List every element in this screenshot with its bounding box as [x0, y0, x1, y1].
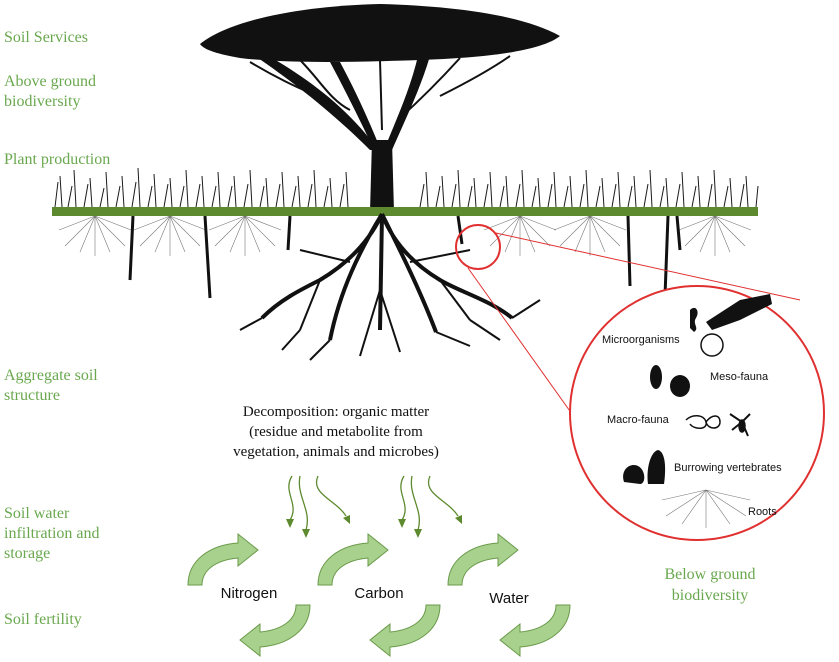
- label-above-ground-biodiversity: Above ground biodiversity: [4, 73, 96, 110]
- cycle-label-water: Water: [489, 590, 529, 607]
- label-burrowing-vertebrates: Burrowing vertebrates: [674, 462, 782, 474]
- water-cycle-arrows: [447, 532, 571, 658]
- meso-fauna-icon: [650, 365, 690, 397]
- label-soil-fertility: Soil fertility: [4, 611, 82, 628]
- carbon-cycle-arrows: [317, 532, 441, 658]
- tree-canopy: [200, 4, 560, 150]
- cycle-label-carbon: Carbon: [354, 585, 404, 602]
- cycle-label-nitrogen: Nitrogen: [220, 585, 278, 602]
- label-microorganisms: Microorganisms: [602, 334, 680, 346]
- label-aggregate-soil-structure: Aggregate soil structure: [4, 367, 98, 404]
- below-ground-circle: [569, 285, 825, 541]
- tree-branches: [249, 55, 511, 131]
- label-plant-production: Plant production: [4, 151, 111, 168]
- connector-line-top: [495, 232, 801, 301]
- nitrogen-cycle-arrows: [187, 532, 311, 658]
- tree-trunk: [370, 140, 394, 212]
- decomposition-text: Decomposition: organic matter (residue a…: [233, 404, 439, 460]
- decomposition-arrows: [286, 475, 462, 538]
- macro-fauna-icon: [685, 413, 751, 437]
- magnifier-small-circle: [455, 224, 501, 270]
- burrowing-vertebrates-icon: [623, 450, 666, 484]
- connector-line-bottom: [467, 267, 573, 415]
- taproots: [128, 215, 682, 299]
- microorganisms-icon: [690, 294, 772, 357]
- label-roots: Roots: [748, 506, 777, 518]
- grass-row: [54, 167, 759, 208]
- tree-roots: [239, 212, 541, 361]
- label-below-ground-biodiversity: Below ground biodiversity: [664, 566, 756, 604]
- label-soil-water-infiltration: Soil water infiltration and storage: [4, 505, 100, 562]
- roots-icon: [661, 489, 751, 528]
- label-soil-services: Soil Services: [4, 29, 88, 46]
- fibrous-roots: [58, 215, 752, 256]
- ground-bar: [52, 207, 758, 216]
- label-macro-fauna: Macro-fauna: [607, 414, 669, 426]
- label-meso-fauna: Meso-fauna: [710, 371, 769, 383]
